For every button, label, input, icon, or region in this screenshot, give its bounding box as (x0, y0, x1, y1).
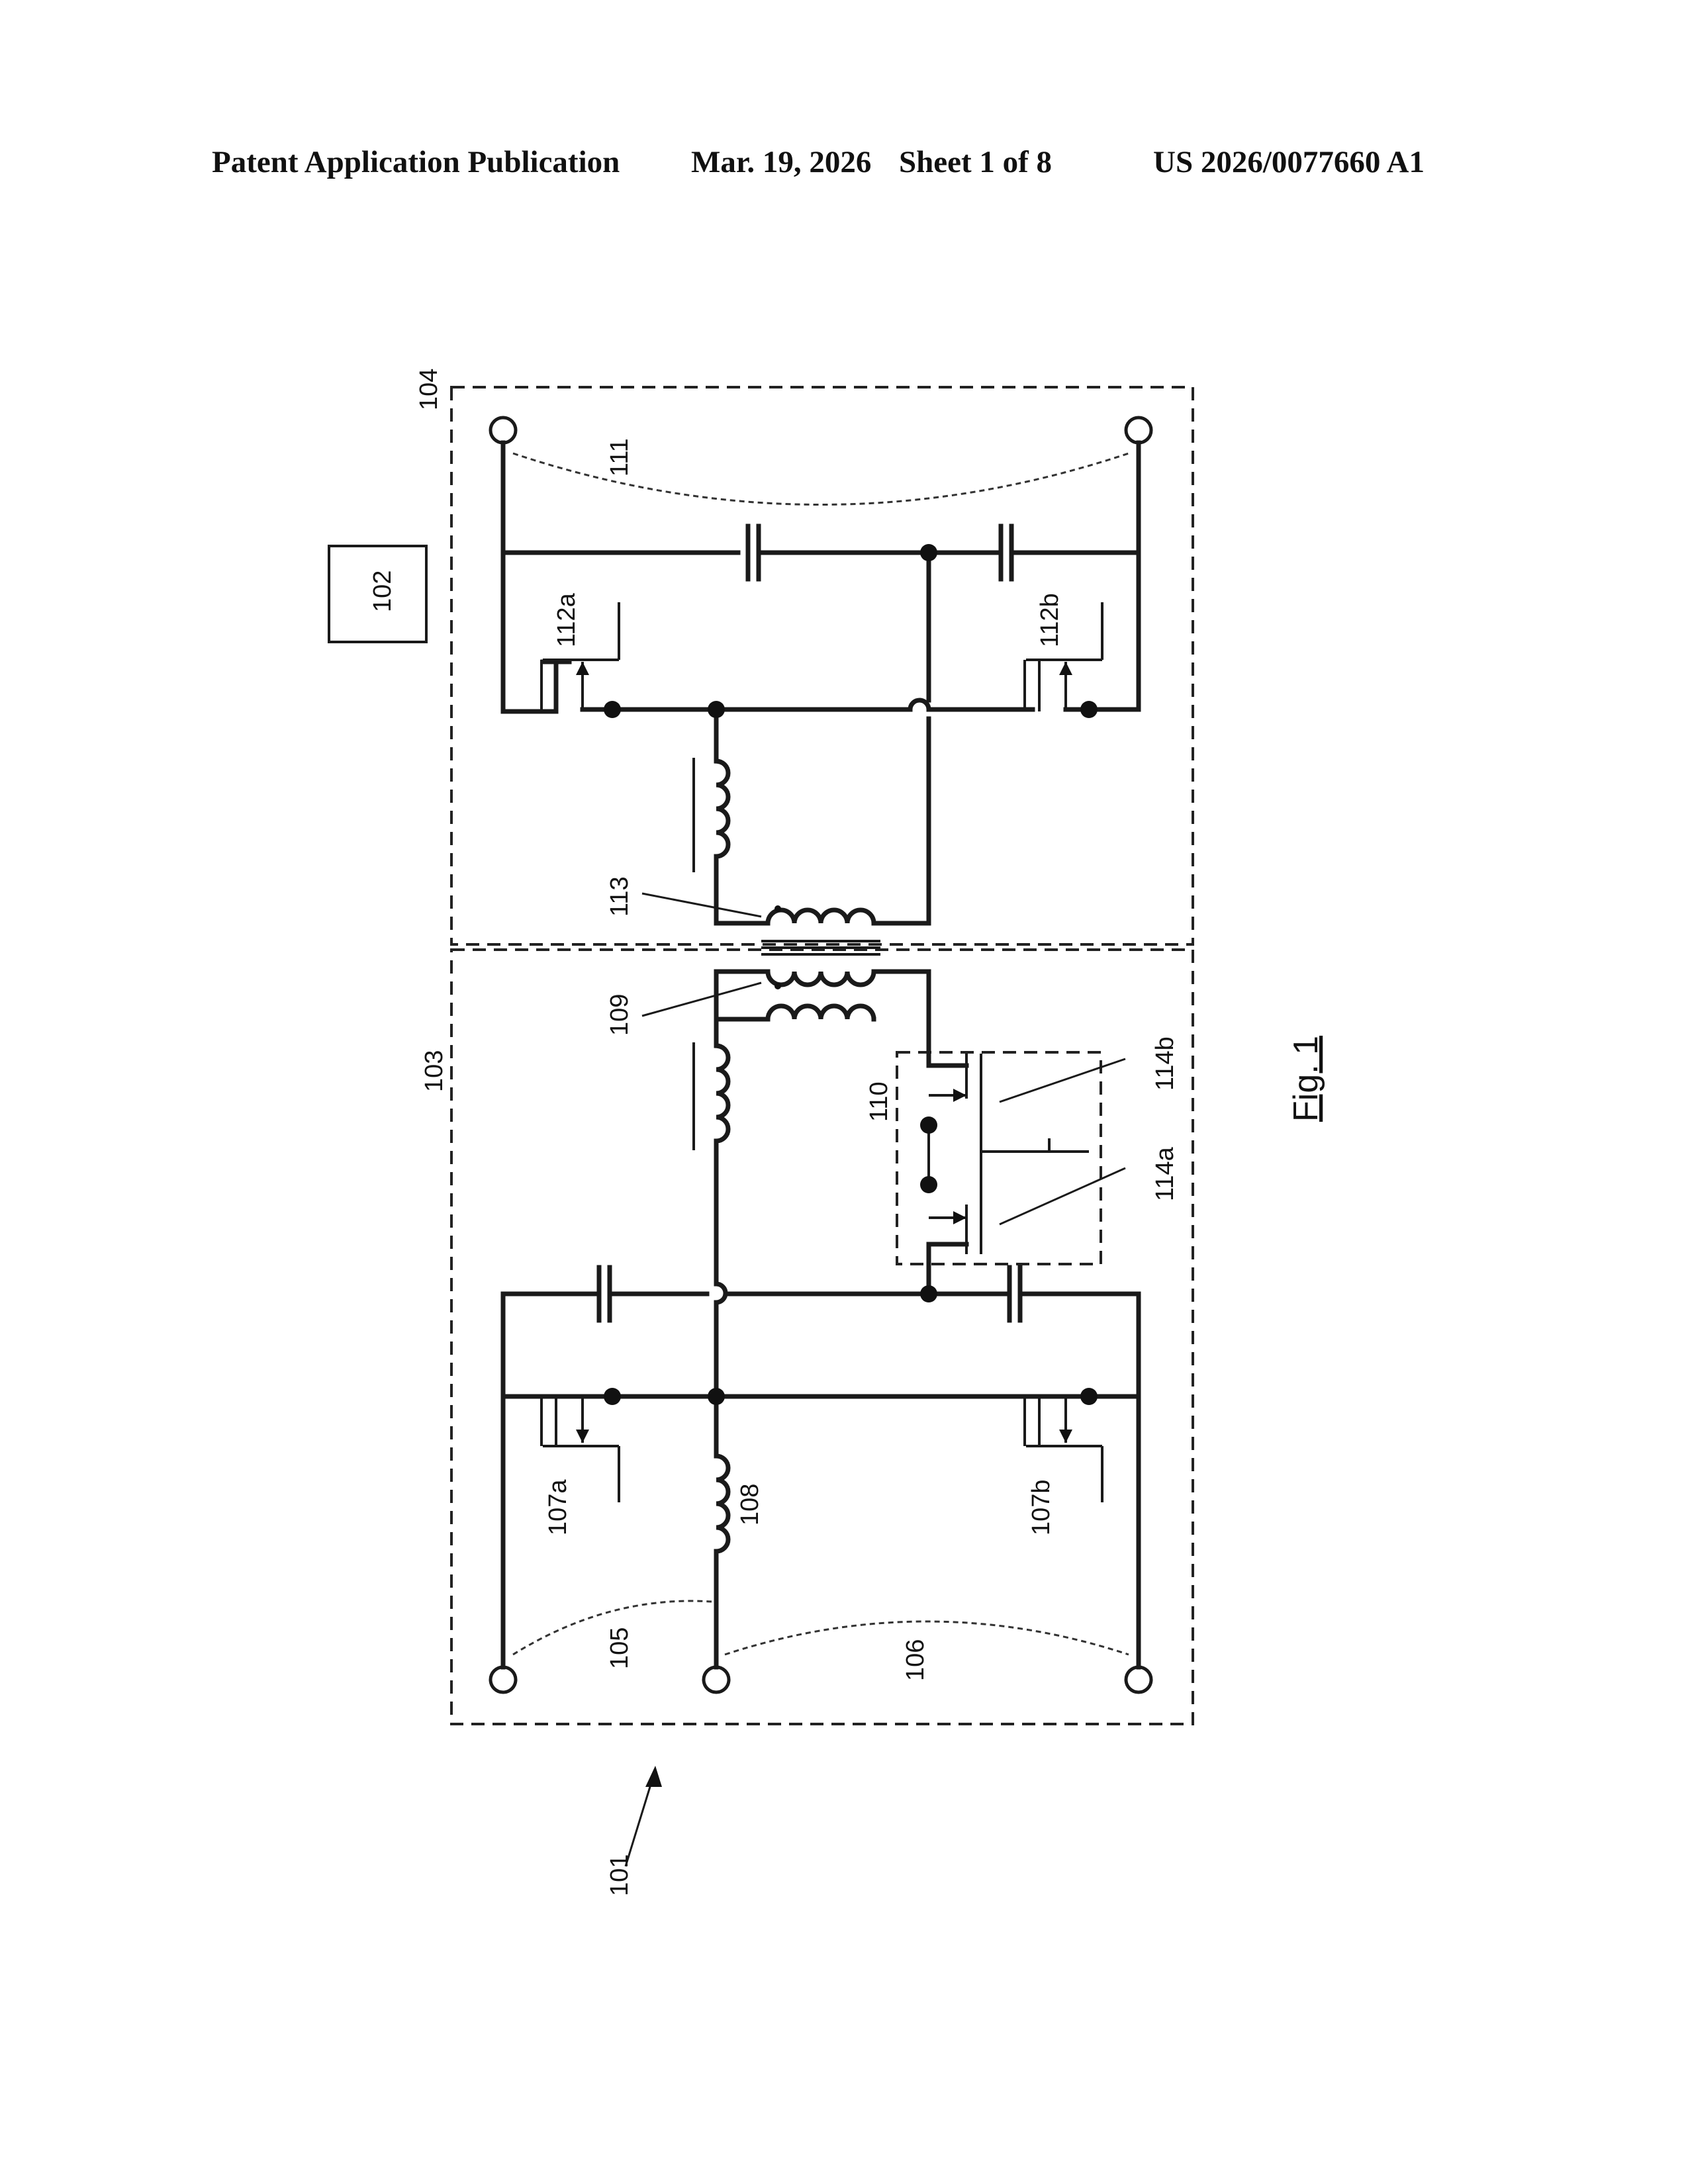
label-114b: 114b (1151, 1036, 1179, 1091)
label-103: 103 (420, 1050, 448, 1092)
upper-circuit (503, 443, 1139, 923)
label-108: 108 (736, 1484, 764, 1525)
label-107a: 107a (544, 1479, 572, 1535)
transformer-core (761, 941, 880, 954)
terminal-top-left (491, 418, 516, 443)
figure-title: Fig. 1 (1287, 1036, 1325, 1122)
terminal-bottom-left (491, 1667, 516, 1692)
reference-labels: 104 102 111 112a 112b 113 109 103 110 11… (369, 369, 1325, 1896)
label-104: 104 (415, 369, 443, 410)
label-112b: 112b (1036, 593, 1064, 647)
label-102: 102 (369, 570, 397, 612)
label-112a: 112a (553, 592, 581, 647)
terminal-bottom-mid (704, 1667, 729, 1692)
label-106: 106 (902, 1639, 929, 1681)
terminal-top-right (1126, 418, 1151, 443)
terminal-bottom-right (1126, 1667, 1151, 1692)
label-109: 109 (606, 994, 633, 1036)
label-105: 105 (606, 1627, 633, 1669)
label-114a: 114a (1151, 1146, 1179, 1201)
lower-circuit (503, 972, 1139, 1667)
label-111: 111 (606, 438, 633, 477)
label-110: 110 (865, 1081, 893, 1122)
leader-lines (626, 893, 1125, 1866)
label-101: 101 (606, 1854, 633, 1896)
label-107b: 107b (1027, 1479, 1055, 1535)
box-104 (451, 387, 1193, 944)
label-113: 113 (606, 876, 633, 917)
box-103 (451, 950, 1193, 1724)
